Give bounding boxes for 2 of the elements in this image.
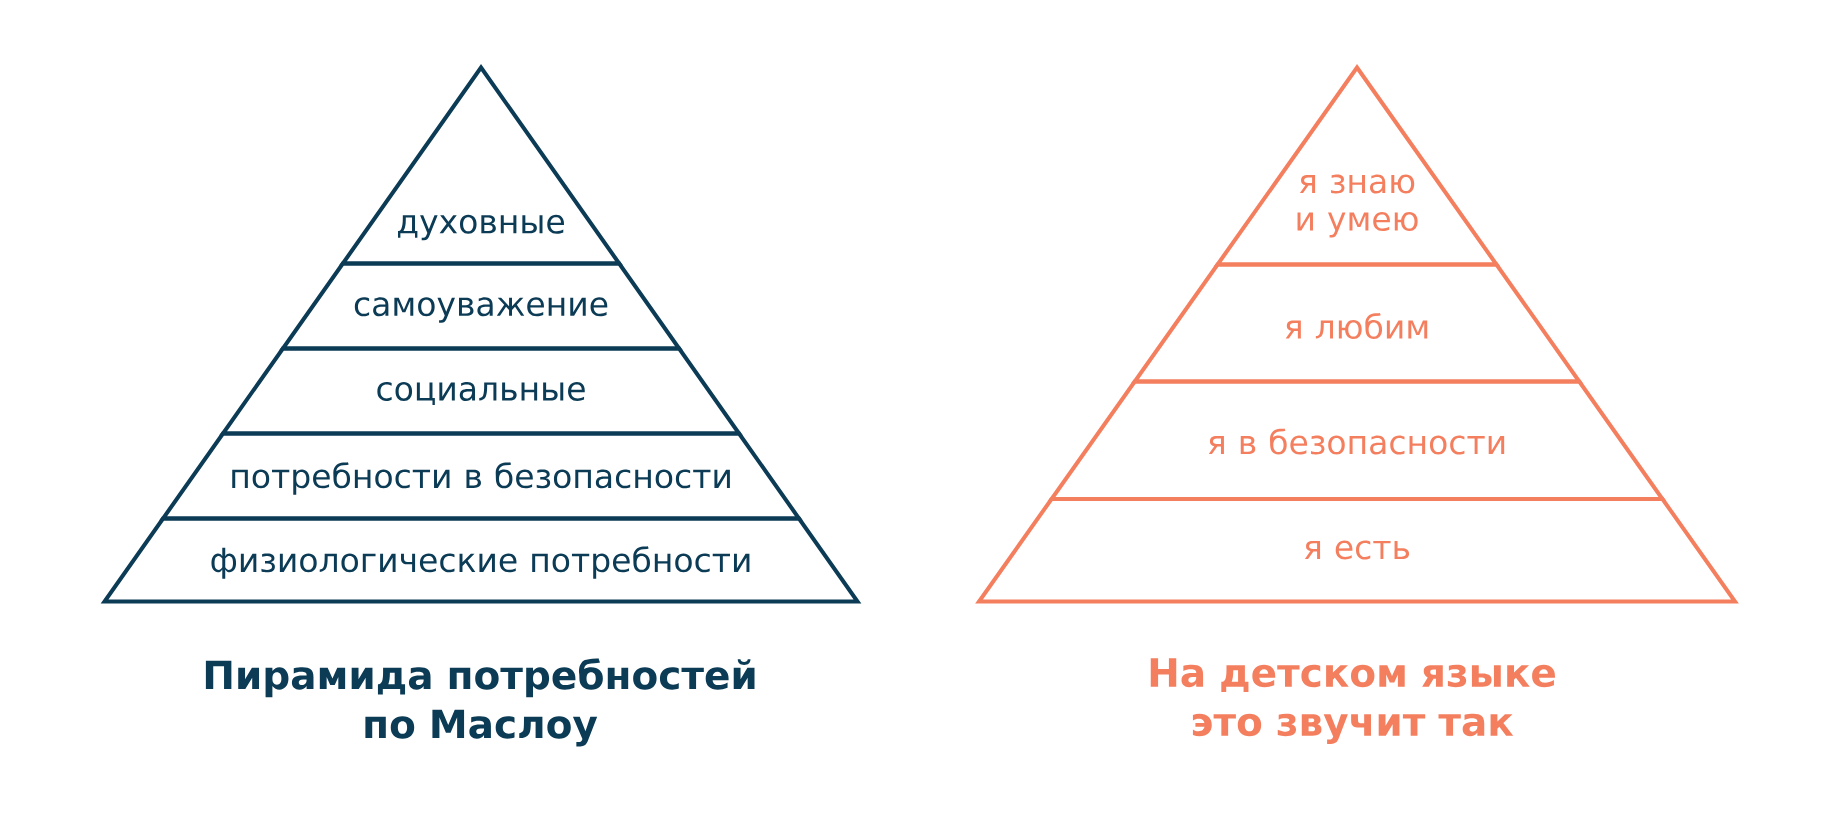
pyramid-caption: Пирамида потребностей по Маслоу bbox=[205, 658, 755, 747]
pyramid-caption: На детском языке это звучит так bbox=[1150, 658, 1555, 745]
